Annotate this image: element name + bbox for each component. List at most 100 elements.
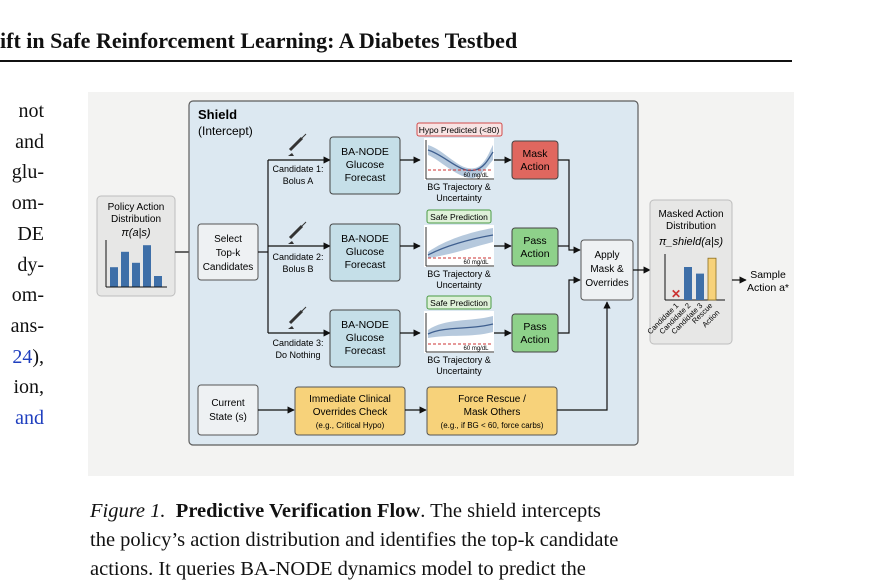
forecast-box-2 [329, 223, 401, 282]
mask-action-box [511, 140, 559, 180]
apply-line2: Mask & [590, 264, 624, 275]
caption-text: . The shield intercepts [420, 500, 601, 522]
pass-action-box-2 [511, 227, 559, 267]
forecast-1-line3: Forecast [345, 172, 386, 184]
masked-x-mark: ✕ [671, 287, 681, 301]
caption-title: Predictive Verification Flow [175, 500, 421, 522]
traj-1-line2: Uncertainty [436, 193, 482, 203]
running-header: ift in Safe Reinforcement Learning: A Di… [0, 28, 518, 53]
forecast-3-line1: BA-NODE [341, 319, 389, 331]
rescue-line1: Force Rescue / [458, 394, 526, 405]
header-rule [0, 60, 792, 62]
svg-text:60 mg/dL: 60 mg/dL [463, 173, 489, 179]
candidate-1-label-line2: Bolus A [283, 176, 314, 186]
caption-line: actions. It queries BA-NODE dynamics mod… [90, 558, 586, 580]
candidate-2-label-line2: Bolus B [282, 264, 313, 274]
sample-line2: Action a* [747, 282, 789, 294]
policy-title-line2: Distribution [111, 214, 161, 225]
pass-action-3-line2: Action [520, 334, 549, 346]
masked-bar [684, 267, 692, 300]
forecast-2-line2: Glucose [346, 246, 385, 258]
forecast-3-line2: Glucose [346, 332, 385, 344]
policy-bar [132, 262, 140, 287]
shield-subtitle: (Intercept) [198, 124, 253, 138]
connector-mask-to-apply [558, 159, 581, 254]
select-line3: Candidates [203, 262, 254, 273]
syringe-icon [288, 133, 307, 156]
apply-line3: Overrides [585, 278, 628, 289]
syringe-icon [288, 221, 307, 244]
masked-title-line2: Distribution [666, 221, 716, 232]
overrides-check-box [294, 386, 406, 436]
state-line1: Current [211, 398, 245, 409]
masked-bars [684, 257, 717, 301]
masked-formula: π_shield(a|s) [659, 236, 723, 248]
pass-action-box-3 [511, 313, 559, 353]
forecast-2-line3: Forecast [345, 259, 386, 271]
policy-bars [110, 245, 162, 287]
mask-action-line2: Action [520, 161, 549, 173]
traj-3-line1: BG Trajectory & [427, 355, 491, 365]
svg-text:60 mg/dL: 60 mg/dL [463, 260, 489, 266]
citation-link[interactable]: and [15, 407, 44, 430]
force-rescue-box [426, 386, 558, 436]
candidate-3-label-line1: Candidate 3: [272, 338, 323, 348]
safe-badge-text: Safe Prediction [430, 298, 488, 308]
shield-container [188, 100, 639, 446]
left-text-line: ion, [13, 376, 44, 399]
policy-bar [143, 245, 151, 287]
safe-badge [426, 209, 492, 224]
candidate-1-label-line1: Candidate 1: [272, 164, 323, 174]
hypo-badge [416, 122, 503, 137]
pass-action-2-line1: Pass [523, 235, 546, 247]
traj-1-line1: BG Trajectory & [427, 182, 491, 192]
masked-bar [696, 273, 704, 300]
check-line2: Overrides Check [313, 407, 388, 418]
select-line2: Top-k [216, 248, 241, 259]
pass-action-2-line2: Action [520, 248, 549, 260]
candidate-2-label-line1: Candidate 2: [272, 252, 323, 262]
left-text-line: dy- [17, 253, 44, 276]
svg-text:60 mg/dL: 60 mg/dL [463, 346, 489, 352]
trajectory-chart-2: 60 mg/dL [424, 225, 494, 267]
left-text-line: and [15, 130, 44, 153]
left-text-line: 24), [0, 342, 44, 373]
left-text-line: om- [11, 284, 44, 307]
select-line1: Select [214, 234, 242, 245]
traj-3-line2: Uncertainty [436, 366, 482, 376]
citation-link[interactable]: 24 [12, 345, 33, 368]
forecast-2-line1: BA-NODE [341, 233, 389, 245]
traj-2-line1: BG Trajectory & [427, 269, 491, 279]
left-text-line: not [18, 100, 44, 122]
masked-title-line1: Masked Action [658, 209, 723, 220]
figure-caption: Figure 1. Predictive Verification Flow. … [90, 497, 790, 584]
sample-line1: Sample [750, 269, 786, 281]
pass-action-3-line1: Pass [523, 321, 546, 333]
left-text-line: om- [11, 192, 44, 215]
shield-title: Shield [198, 107, 237, 122]
check-line1: Immediate Clinical [309, 394, 391, 405]
forecast-1-line1: BA-NODE [341, 146, 389, 158]
left-text-fragment: ), [32, 345, 44, 368]
policy-title-line1: Policy Action [108, 202, 165, 213]
caption-line: Figure 1. Predictive Verification Flow. … [90, 497, 790, 526]
connector-pass3-to-apply [558, 276, 581, 334]
policy-bar [110, 267, 118, 287]
left-column-text: not and glu- om- DE dy- om- ans- 24), io… [0, 96, 44, 434]
policy-bar [121, 251, 129, 287]
trajectory-chart-1: 60 mg/dL [424, 138, 494, 180]
current-state-box [197, 384, 259, 436]
connector-rescue-to-apply [557, 301, 611, 411]
masked-bar-rescue [707, 257, 717, 301]
forecast-box-1 [329, 136, 401, 195]
state-line2: State (s) [209, 412, 247, 423]
traj-2-line2: Uncertainty [436, 280, 482, 290]
safe-badge-text: Safe Prediction [430, 212, 488, 222]
rescue-line2: Mask Others [464, 407, 521, 418]
caption-line: the policy’s action distribution and ide… [90, 529, 619, 551]
left-text-line: glu- [11, 161, 44, 184]
policy-bar [154, 276, 162, 287]
trajectory-chart-3: 60 mg/dL [424, 311, 494, 353]
candidate-3-label-line2: Do Nothing [275, 350, 320, 360]
left-text-line: ans- [10, 314, 44, 337]
